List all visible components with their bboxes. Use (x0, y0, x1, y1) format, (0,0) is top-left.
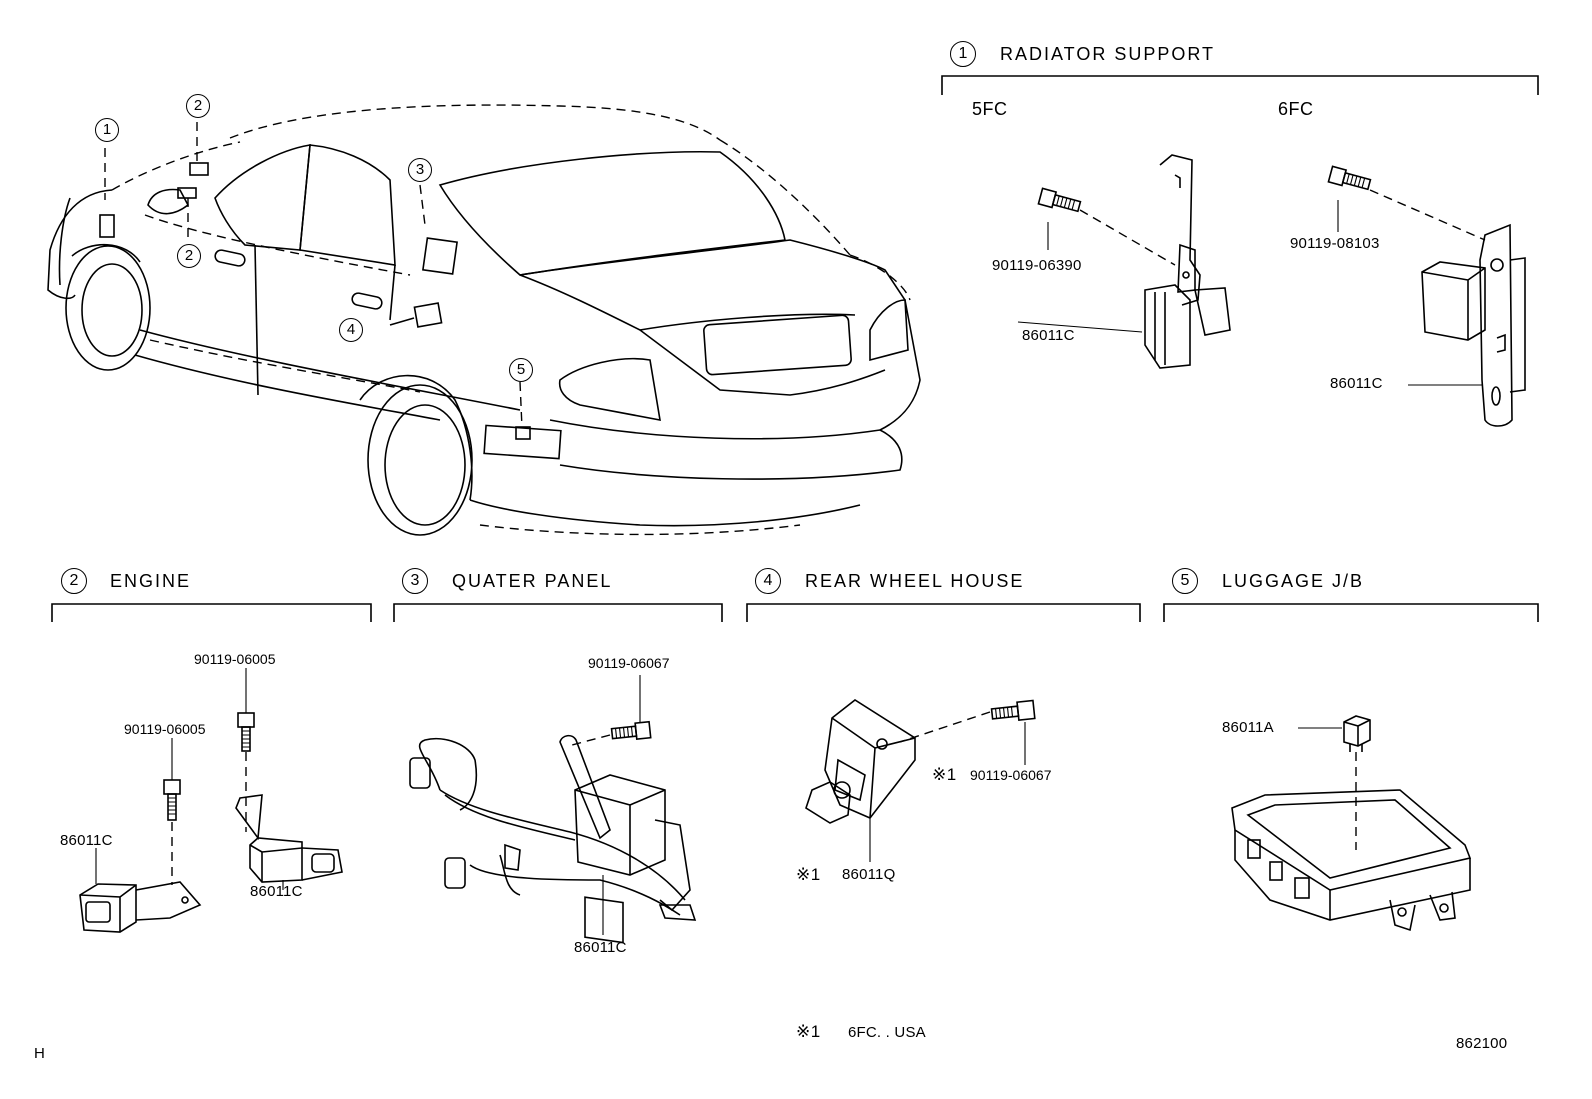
part-number-bolt-engine-top: 90119-06005 (194, 651, 276, 667)
car-callout-4: 4 (339, 318, 363, 342)
part-number-bolt-engine-left: 90119-06005 (124, 721, 206, 737)
note-mark-sensor: ※1 (796, 865, 821, 884)
car-callout-3: 3 (408, 158, 432, 182)
luggage-jb-art (1231, 715, 1472, 932)
section-5-title: LUGGAGE J/B (1222, 571, 1365, 591)
part-number-sensor-engine-right: 86011C (250, 883, 303, 900)
section-1-number: 1 (950, 41, 976, 67)
footnote-mark: ※1 (796, 1022, 821, 1041)
part-number-sensor-rear-wheel-house: 86011Q (842, 866, 896, 883)
car-callout-2b: 2 (177, 244, 201, 268)
section-4-title: REAR WHEEL HOUSE (805, 571, 1025, 591)
part-number-sensor-5fc: 86011C (1022, 327, 1075, 344)
variant-5fc-label: 5FC (972, 99, 1008, 119)
page-code: H (34, 1045, 46, 1062)
drawing-number: 862100 (1456, 1035, 1508, 1052)
radiator-support-art (1017, 154, 1526, 427)
car-callout-2a: 2 (186, 94, 210, 118)
variant-6fc-label: 6FC (1278, 99, 1314, 119)
section-2-title: ENGINE (110, 571, 192, 591)
car-callout-5: 5 (509, 358, 533, 382)
part-number-bolt-quater-panel: 90119-06067 (588, 655, 670, 671)
section-frames (51, 75, 1539, 622)
part-number-bolt-rear-wheel-house: 90119-06067 (970, 767, 1052, 783)
section-3-number: 3 (402, 568, 428, 594)
car-callout-1: 1 (95, 118, 119, 142)
part-number-relay-luggage-jb: 86011A (1222, 719, 1274, 736)
section-5-number: 5 (1172, 568, 1198, 594)
part-number-bolt-5fc: 90119-06390 (992, 257, 1082, 274)
section-3-title: QUATER PANEL (452, 571, 613, 591)
footnote-text: 6FC. . USA (848, 1024, 926, 1041)
part-number-bolt-6fc: 90119-08103 (1290, 235, 1380, 252)
engine-art (79, 668, 343, 933)
section-2-number: 2 (61, 568, 87, 594)
part-number-sensor-quater-panel: 86011C (574, 939, 627, 956)
quater-panel-art (409, 675, 697, 944)
section-4-number: 4 (755, 568, 781, 594)
car-illustration (47, 104, 921, 536)
section-1-title: RADIATOR SUPPORT (1000, 44, 1216, 64)
rear-wheel-house-art (805, 699, 1036, 862)
note-mark-bolt: ※1 (932, 765, 957, 784)
part-number-sensor-engine-left: 86011C (60, 832, 113, 849)
part-number-sensor-6fc: 86011C (1330, 375, 1383, 392)
